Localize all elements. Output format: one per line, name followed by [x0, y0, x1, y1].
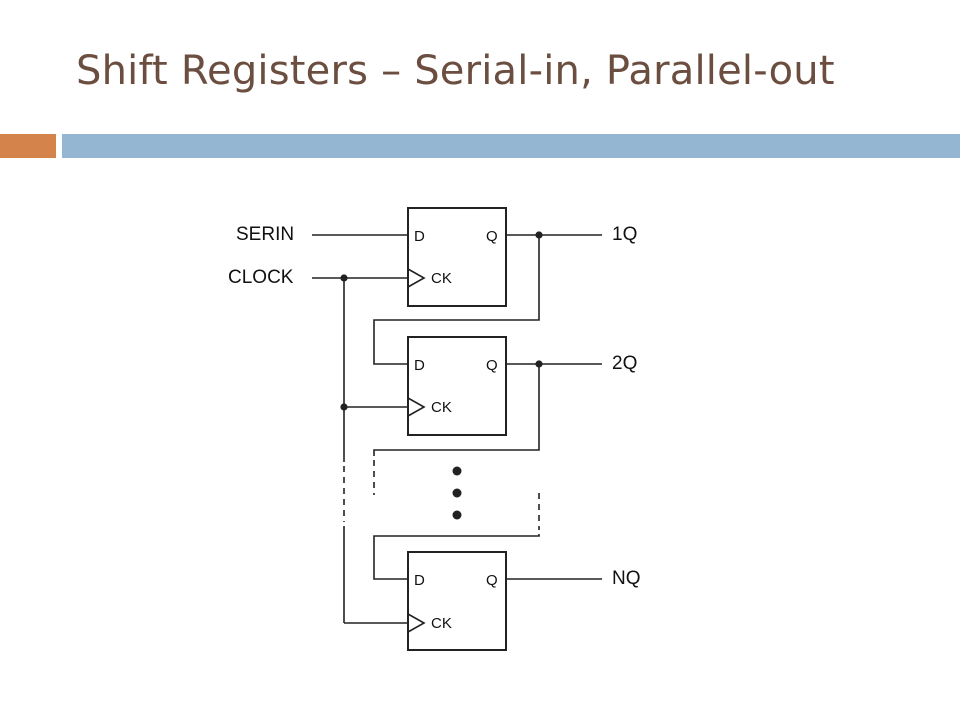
ellipsis-dot-2	[452, 488, 462, 498]
clock-triangle-icon	[407, 397, 426, 417]
flipflop-2: D Q CK	[407, 336, 507, 436]
ellipsis-dot-3	[452, 510, 462, 520]
q-label: Q	[486, 357, 498, 374]
flipflop-box	[407, 207, 507, 307]
ellipsis-dot-1	[452, 466, 462, 476]
clock-triangle-icon	[407, 613, 426, 633]
clock-triangle-icon	[407, 268, 426, 288]
flipflop-n: D Q CK	[407, 551, 507, 651]
output-2q-label: 2Q	[612, 353, 637, 374]
ck-label: CK	[431, 399, 452, 416]
d-label: D	[414, 228, 425, 245]
accent-bar-blue	[62, 134, 960, 158]
q1-to-d2-wire	[373, 235, 540, 365]
q-label: Q	[486, 572, 498, 589]
clock-junction-2	[340, 403, 348, 411]
ck-label: CK	[431, 615, 452, 632]
slide-title: Shift Registers – Serial-in, Parallel-ou…	[76, 48, 835, 94]
clock-label: CLOCK	[228, 267, 294, 288]
output-1q-label: 1Q	[612, 224, 637, 245]
q2-continuation-wire	[373, 364, 540, 456]
flipflop-box	[407, 336, 507, 436]
d-label: D	[414, 572, 425, 589]
q-label: Q	[486, 228, 498, 245]
qn-1-to-dn-wire	[373, 534, 540, 580]
flipflop-1: D Q CK	[407, 207, 507, 307]
clock-junction-1	[340, 274, 348, 282]
flipflop-box	[407, 551, 507, 651]
output-nq-label: NQ	[612, 568, 641, 589]
d-label: D	[414, 357, 425, 374]
accent-bar-orange	[0, 134, 56, 158]
serin-label: SERIN	[236, 224, 294, 245]
ck-label: CK	[431, 270, 452, 287]
